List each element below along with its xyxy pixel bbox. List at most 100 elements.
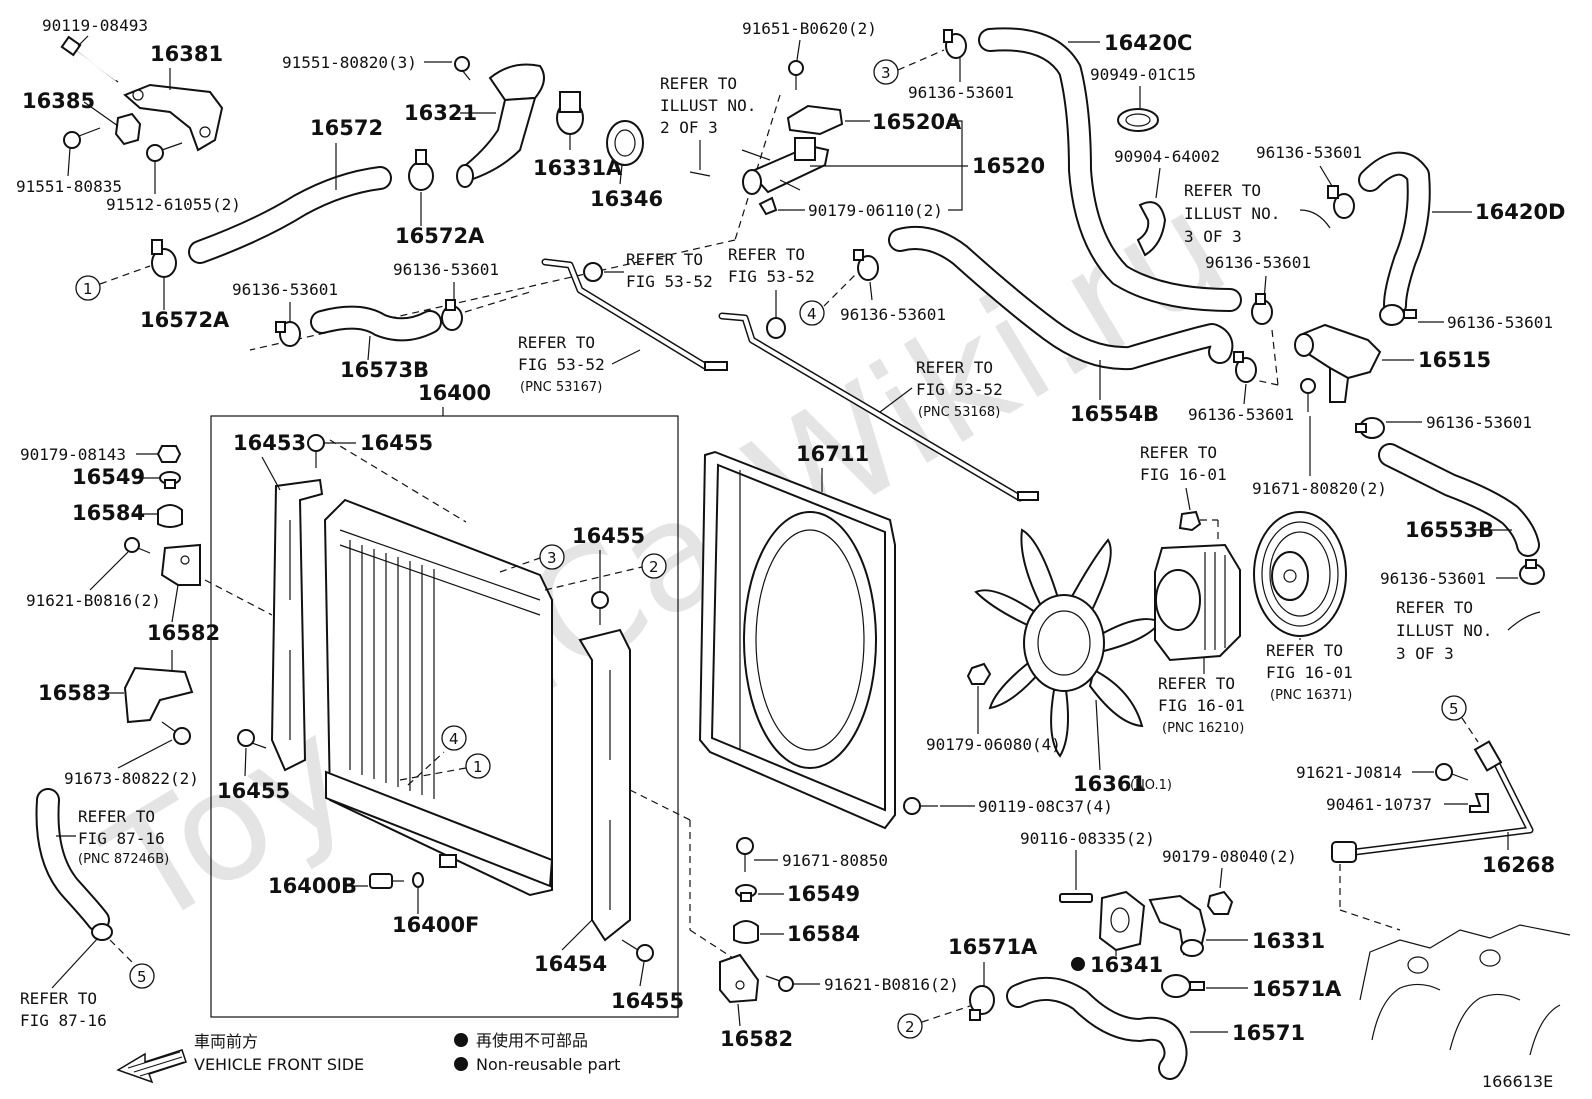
bolt-91673-80822-icon <box>161 721 191 745</box>
water-inlet-16520-icon <box>741 137 830 195</box>
bolt-91621-b0816-left-icon <box>124 537 151 554</box>
label-16554b: 16554B <box>1070 402 1159 426</box>
callout-4-circle-a <box>799 300 825 326</box>
label-91671-80820: 91671-80820(2) <box>1252 479 1387 498</box>
label-16454: 16454 <box>534 952 607 976</box>
fan-16361-icon <box>974 528 1162 758</box>
clamp-96136-53601-r6-icon <box>1519 559 1545 585</box>
hose-16553b-icon <box>1378 443 1540 557</box>
bolt-16455-d-icon <box>621 939 654 962</box>
legend-nonreusable-dot-jp <box>454 1033 468 1047</box>
clamp-16572a-top-icon <box>408 149 434 191</box>
ref-f8716b-line2: FIG 87-16 <box>20 1011 107 1030</box>
label-91671-80850: 91671-80850 <box>782 851 888 870</box>
label-91651-b0620: 91651-B0620(2) <box>742 19 877 38</box>
label-16361-note: (NO.1) <box>1130 778 1172 793</box>
ref-illust3b-line3: 3 OF 3 <box>1396 644 1454 663</box>
legend-front-jp: 車両前方 <box>194 1032 258 1051</box>
callout-2-circle-a <box>641 553 667 579</box>
clamp-96136-53601-r1-icon <box>1327 185 1355 219</box>
callout-3-a: 3 <box>881 64 891 82</box>
label-16573b: 16573B <box>340 358 429 382</box>
legend-nonreusable-jp: 再使用不可部品 <box>476 1031 588 1050</box>
label-91673-80822: 91673-80822(2) <box>64 769 199 788</box>
label-16520: 16520 <box>972 154 1045 178</box>
label-16455-c: 16455 <box>572 524 645 548</box>
nut-90179-06080-icon <box>966 662 992 685</box>
clamp-96136-53601-b-icon <box>441 299 463 331</box>
legend-front-en: VEHICLE FRONT SIDE <box>194 1055 364 1074</box>
callout-2-circle-b <box>897 1013 923 1039</box>
clamp-96136-53601-a-icon <box>275 321 301 347</box>
label-16571a-left: 16571A <box>948 935 1038 959</box>
callout-5-circle-b <box>1441 695 1467 721</box>
label-91551-80820: 91551-80820(3) <box>282 53 417 72</box>
engine-block-outline-icon <box>1359 924 1571 1056</box>
callout-4-circle-b <box>441 725 467 751</box>
ref-illust3b-line1: REFER TO <box>1396 598 1473 617</box>
oring-16400f-icon <box>412 872 424 888</box>
gasket-16341-icon <box>1098 890 1146 952</box>
label-16331: 16331 <box>1252 929 1325 953</box>
label-16331a: 16331A <box>533 156 623 180</box>
label-90949-01c15: 90949-01C15 <box>1090 65 1196 84</box>
label-16341: 16341 <box>1090 953 1163 977</box>
legend-nonreusable-en: Non-reusable part <box>476 1055 620 1074</box>
ref-f1601b-line2: FIG 16-01 <box>1158 696 1245 715</box>
ref-f8716a-line2: FIG 87-16 <box>78 829 165 848</box>
callout-4-a: 4 <box>807 305 817 323</box>
diagram-code: 166613E <box>1482 1072 1553 1091</box>
label-16572a-top: 16572A <box>395 224 485 248</box>
bolt-91651-b0620-icon <box>788 60 804 90</box>
ref-f1601c-line3: (PNC 16371) <box>1270 688 1352 703</box>
ref-f5352d-line1: REFER TO <box>916 358 993 377</box>
ref-f8716a-line1: REFER TO <box>78 807 155 826</box>
drain-cock-16400b-icon <box>369 873 404 889</box>
callout-1-a: 1 <box>83 280 93 298</box>
grommet-53-52-b-icon <box>766 317 786 339</box>
label-16572a-bottom: 16572A <box>140 308 230 332</box>
clamp-96136-53601-r3-icon <box>1233 351 1257 383</box>
ref-f5352d-line2: FIG 53-52 <box>916 380 1003 399</box>
label-90179-08040: 90179-08040(2) <box>1162 847 1297 866</box>
callout-5-b: 5 <box>1449 700 1459 718</box>
pipe-53167-icon <box>541 258 728 371</box>
label-16381: 16381 <box>150 42 223 66</box>
label-16572: 16572 <box>310 116 383 140</box>
label-16420c: 16420C <box>1104 31 1192 55</box>
support-16453-icon <box>270 478 324 772</box>
ref-f1601c-line2: FIG 16-01 <box>1266 663 1353 682</box>
pulley-16371-icon <box>1253 511 1347 637</box>
bolt-91621-b0816-right-icon <box>765 975 794 992</box>
hose-16573b-icon <box>310 305 442 342</box>
callout-3-circle-a <box>873 59 899 85</box>
label-90904-64002: 90904-64002 <box>1114 147 1220 166</box>
clip-90904-64002-icon <box>1136 201 1167 257</box>
fluid-coupling-16210-icon <box>1154 543 1241 662</box>
nut-90179-08143-icon <box>156 445 182 463</box>
water-inlet-16331-icon <box>1148 894 1207 957</box>
hose-16554b-icon <box>888 225 1234 371</box>
ref-illust2-line1: REFER TO <box>660 74 737 93</box>
label-16453: 16453 <box>233 431 306 455</box>
pipe-16268-icon <box>1331 740 1534 863</box>
label-90119-08493: 90119-08493 <box>42 16 148 35</box>
bolt-91512-61055-icon <box>146 142 183 162</box>
ref-f1601c-line1: REFER TO <box>1266 641 1343 660</box>
callout-4-b: 4 <box>449 730 459 748</box>
bolt-16455-a-icon <box>307 434 325 468</box>
callout-5-circle-a <box>129 963 155 989</box>
stud-90116-08335-icon <box>1059 893 1093 903</box>
label-16584-right: 16584 <box>787 922 860 946</box>
label-16420d: 16420D <box>1475 200 1566 224</box>
bolt-90119-08c37-icon <box>903 797 938 815</box>
bolt-16455-c-icon <box>591 591 609 625</box>
water-outlet-16321-icon <box>456 63 545 188</box>
clamp-90461-10737-icon <box>1469 793 1489 813</box>
label-91512-61055: 91512-61055(2) <box>106 195 241 214</box>
label-16455-d: 16455 <box>611 989 684 1013</box>
non-reusable-dot-16341 <box>1071 957 1085 971</box>
bolt-16455-b-icon <box>237 729 267 749</box>
